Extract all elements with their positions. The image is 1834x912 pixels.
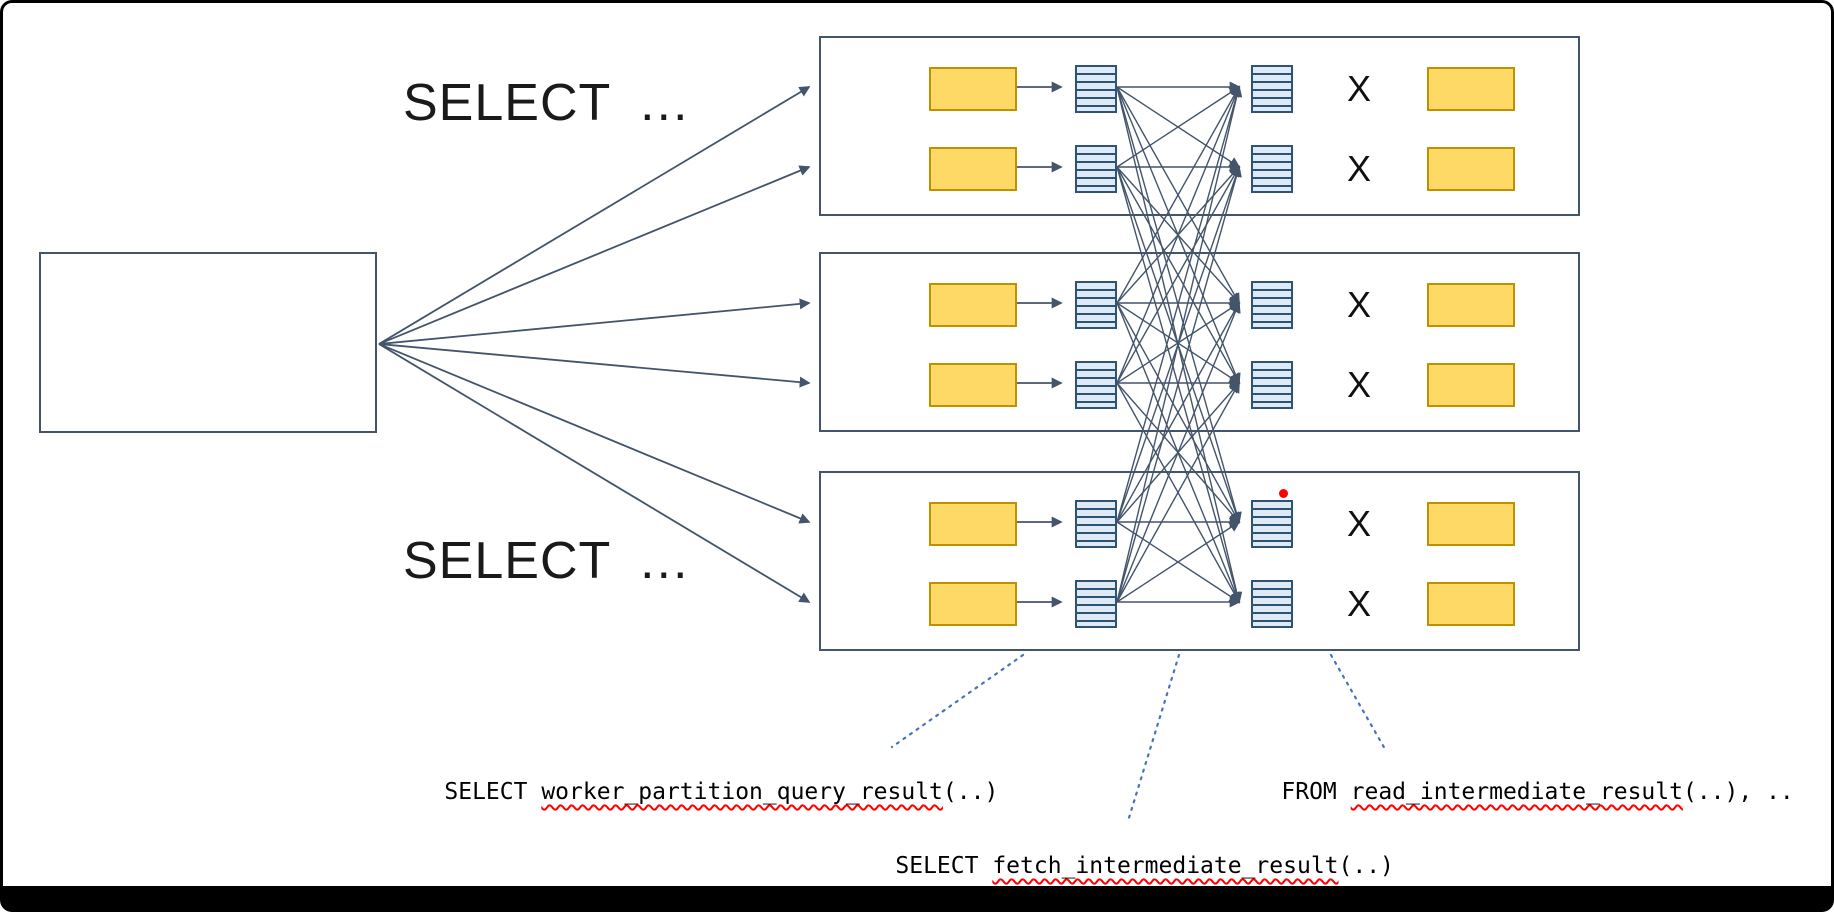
sql-keyword: SELECT — [444, 779, 542, 805]
join-x-label: X — [1346, 148, 1371, 189]
sql-keyword: SELECT — [895, 853, 993, 879]
target-shard — [1427, 147, 1515, 191]
target-shard — [1427, 67, 1515, 111]
sql-args: (..) — [1338, 853, 1394, 879]
join-x-label: X — [1346, 503, 1371, 544]
target-shard — [1427, 363, 1515, 407]
join-x-label: X — [1346, 583, 1371, 624]
target-shard — [1427, 582, 1515, 626]
callout-worker-partition-query-result: SELECT worker_partition_query_result(..) — [389, 753, 998, 831]
partitioned-result-icon — [1075, 580, 1117, 628]
join-x-label: X — [1346, 364, 1371, 405]
red-pointer-dot — [1279, 489, 1288, 498]
sql-args: (..), .. — [1682, 779, 1794, 805]
sql-function-name: fetch_intermediate_result — [992, 853, 1339, 879]
partitioned-result-icon — [1075, 145, 1117, 193]
source-shard — [929, 147, 1017, 191]
fetched-result-icon — [1251, 500, 1293, 548]
fetched-result-icon — [1251, 580, 1293, 628]
coordinator-fanout-arrows — [378, 86, 811, 603]
coordinator-box — [39, 252, 377, 433]
worker-row: X — [821, 500, 1578, 548]
worker-box-3: X X — [819, 471, 1580, 651]
callout-fetch-intermediate-result: SELECT fetch_intermediate_result(..) — [840, 827, 1394, 886]
source-shard — [929, 283, 1017, 327]
worker-row: X — [821, 65, 1578, 113]
source-shard — [929, 582, 1017, 626]
query-label-top: SELECT … — [403, 74, 691, 132]
worker-row: X — [821, 281, 1578, 329]
partitioned-result-icon — [1075, 361, 1117, 409]
join-x-label: X — [1346, 284, 1371, 325]
fetched-result-icon — [1251, 281, 1293, 329]
fetched-result-icon — [1251, 361, 1293, 409]
partitioned-result-icon — [1075, 281, 1117, 329]
callout-read-intermediate-result: FROM read_intermediate_result(..), .. — [1226, 753, 1794, 831]
query-label-bottom: SELECT … — [403, 532, 691, 590]
worker-box-1: X X — [819, 36, 1580, 216]
target-shard — [1427, 283, 1515, 327]
sql-function-name: worker_partition_query_result — [541, 779, 943, 805]
sql-keyword: FROM — [1281, 779, 1351, 805]
source-shard — [929, 363, 1017, 407]
sql-args: (..) — [942, 779, 999, 805]
worker-row: X — [821, 580, 1578, 628]
sql-function-name: read_intermediate_result — [1350, 779, 1683, 805]
partitioned-result-icon — [1075, 65, 1117, 113]
target-shard — [1427, 502, 1515, 546]
fetched-result-icon — [1251, 65, 1293, 113]
source-shard — [929, 67, 1017, 111]
source-shard — [929, 502, 1017, 546]
fetched-result-icon — [1251, 145, 1293, 193]
join-x-label: X — [1346, 68, 1371, 109]
worker-box-2: X X — [819, 252, 1580, 432]
worker-row: X — [821, 361, 1578, 409]
partitioned-result-icon — [1075, 500, 1117, 548]
worker-row: X — [821, 145, 1578, 193]
